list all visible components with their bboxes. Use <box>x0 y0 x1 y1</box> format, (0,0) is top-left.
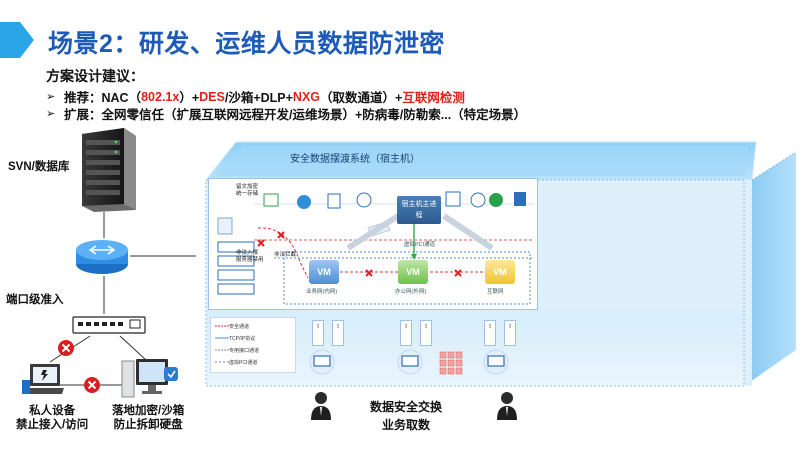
ingress-label: 留文加密 统一存储 <box>236 184 259 197</box>
data-exchange-line1: 数据安全交换 <box>370 400 443 414</box>
bullet-arrow-icon: ➢ <box>46 108 56 120</box>
bullet-recommend: ➢ 推荐：NAC（ 802.1x ）+ DES /沙箱+DLP+ NXG （取数… <box>46 88 526 106</box>
host-line1: 宿主机主进 <box>401 201 437 208</box>
bullet1-des: DES <box>199 89 225 104</box>
legend-box: 安全通道 TCP/IP协议 专用接口通道 虚拟PCI通道 <box>210 317 296 373</box>
bus-label: 虚拟PCI通道 <box>404 242 436 248</box>
blocked-icon <box>84 377 100 393</box>
personal-device-label: 私人设备 禁止接入/访问 <box>16 404 88 432</box>
legend-swatches <box>215 325 229 363</box>
host-line2: 程 <box>415 212 423 219</box>
bullet1-nxg: NXG <box>292 89 321 104</box>
bullet1-mid1: ）+ <box>179 91 200 105</box>
vm2-caption: 办公网(外网) <box>395 289 427 295</box>
bullet-heading: 方案设计建议： <box>46 68 144 84</box>
server-icon <box>82 128 136 212</box>
bullet1-mid2: /沙箱+DLP+ <box>224 91 293 105</box>
container-title: 安全数据摆渡系统（宿主机） <box>290 154 420 165</box>
personal-device-line2: 禁止接入/访问 <box>16 419 89 431</box>
bullet-arrow-icon: ➢ <box>46 91 56 103</box>
host-main-process: 宿主机主进 程 <box>397 196 441 224</box>
terminal-port: ▯ <box>312 320 324 346</box>
person-icon <box>497 392 517 420</box>
corner-tab-icon <box>0 22 34 58</box>
port-access-label: 端口级准入 <box>6 294 64 306</box>
vm-office: VM <box>398 260 428 284</box>
switch-icon <box>72 316 146 334</box>
vm-internet: VM <box>485 260 515 284</box>
laptop-icon <box>22 364 64 394</box>
legend-item: TCP/IP协议 <box>229 336 256 342</box>
bullet-extend: ➢ 扩展：全网零信任（扩展互联网远程开发/运维场景）+防病毒/防勒索...（特定… <box>46 105 526 122</box>
endpoint-encryption-line2: 防止拆卸硬盘 <box>113 419 183 431</box>
vm3-caption: 互联网 <box>487 289 504 295</box>
blocked-icon <box>58 340 74 356</box>
bullet2-text: 扩展：全网零信任（扩展互联网远程开发/运维场景）+防病毒/防勒索...（特定场景… <box>64 108 527 122</box>
personal-device-line1: 私人设备 <box>29 405 76 417</box>
lock-label: 非法入侵 服务器禁用 <box>236 250 264 263</box>
bullet1-prefix: 推荐：NAC（ <box>64 91 142 105</box>
vm-intranet: VM <box>309 260 339 284</box>
terminal-row <box>309 349 509 375</box>
legend-item: 虚拟PCI通道 <box>229 360 258 366</box>
terminal-port: ▯ <box>484 320 496 346</box>
intercept-label: 非法拦截 <box>274 252 297 258</box>
svn-label: SVN/数据库 <box>8 161 70 173</box>
router-icon <box>76 240 128 274</box>
slide-title: 场景2：研发、运维人员数据防泄密 <box>48 30 445 58</box>
bullet1-nac: 802.1x <box>141 89 180 104</box>
endpoint-encryption-line1: 落地加密/沙箱 <box>112 405 185 417</box>
bullet1-inet: 互联网检测 <box>402 91 465 105</box>
vm1-caption: 业务网(内网) <box>306 289 338 295</box>
bullet-list: 方案设计建议： ➢ 推荐：NAC（ 802.1x ）+ DES /沙箱+DLP+… <box>46 66 526 122</box>
legend-item: 安全通道 <box>229 324 250 330</box>
terminal-port: ▯ <box>504 320 516 346</box>
inner-panel-diagram <box>217 191 534 305</box>
desktop-pc-icon <box>121 359 178 398</box>
legend-item: 专用接口通道 <box>229 348 260 354</box>
data-exchange-line2: 业务取数 <box>382 418 431 432</box>
terminal-port: ▯ <box>332 320 344 346</box>
endpoint-encryption-label: 落地加密/沙箱 防止拆卸硬盘 <box>112 404 184 432</box>
terminal-port: ▯ <box>420 320 432 346</box>
person-icon <box>311 392 331 420</box>
terminal-port: ▯ <box>400 320 412 346</box>
data-exchange-label: 数据安全交换 业务取数 <box>370 398 442 434</box>
bullet1-mid3: （取数通道）+ <box>320 91 403 105</box>
